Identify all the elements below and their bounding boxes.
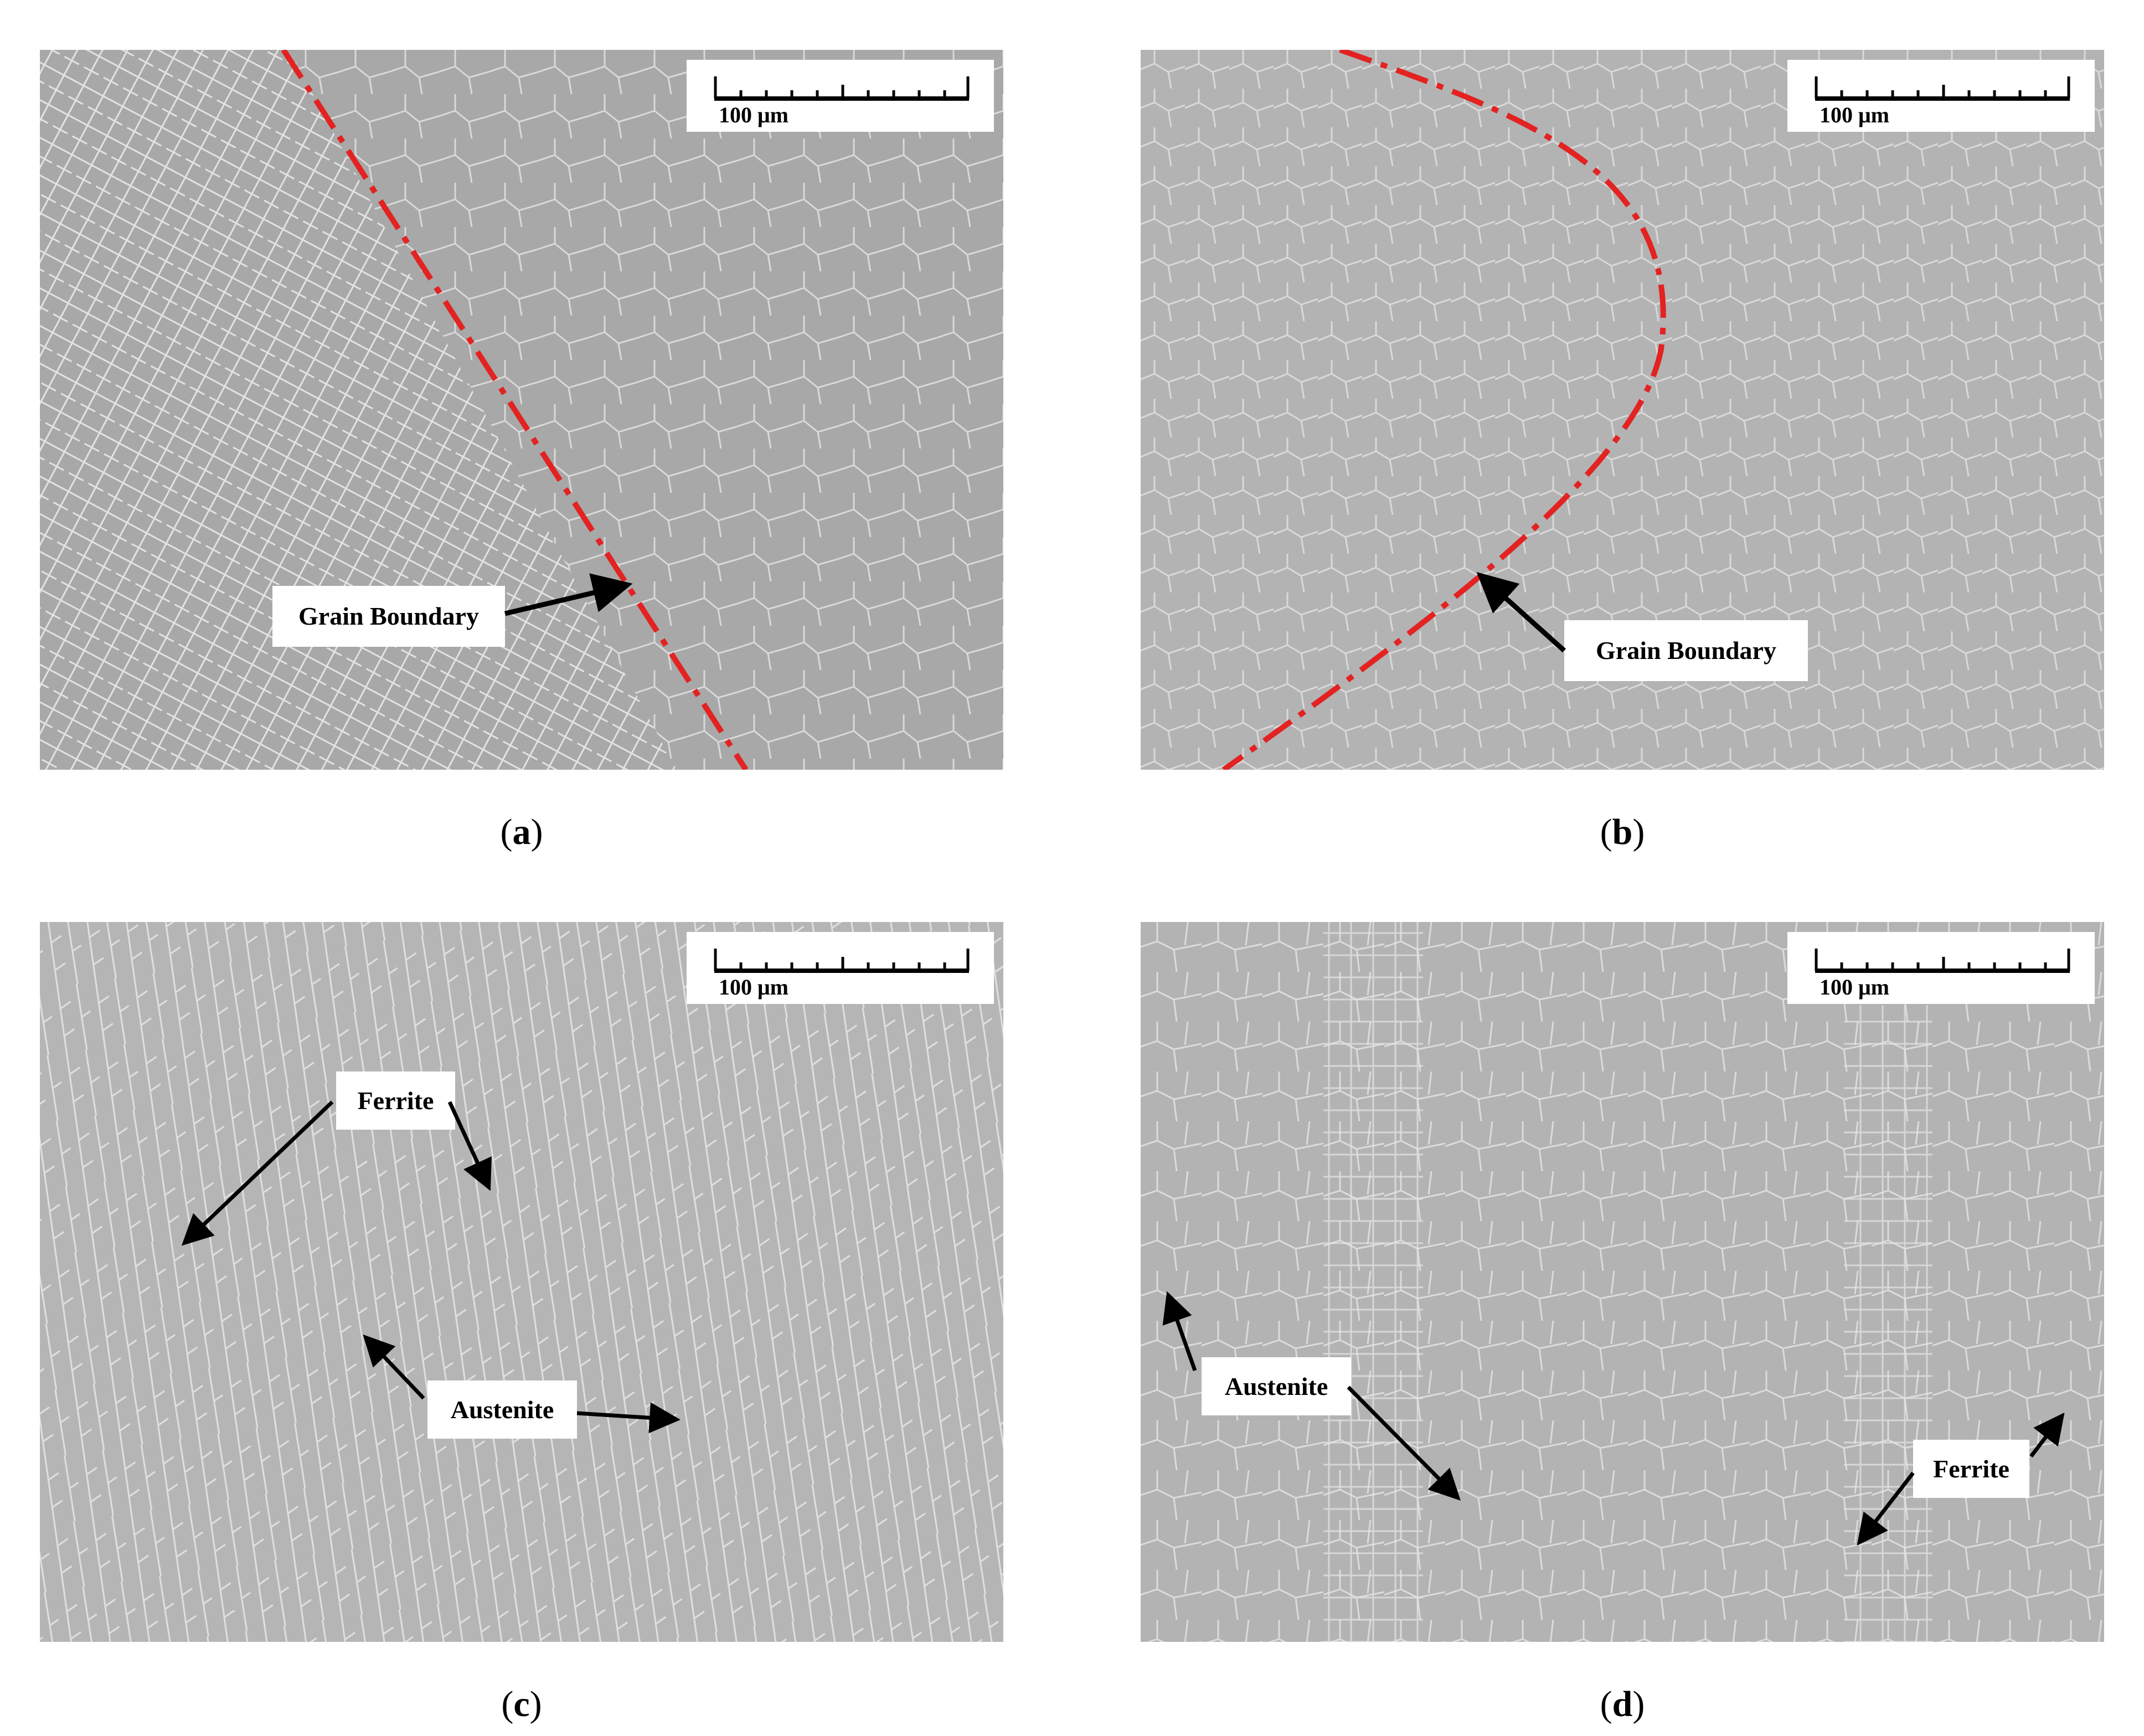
micrograph-texture-d (1141, 922, 2104, 1642)
scale-bar-label-d: 100 μm (1820, 975, 1889, 1000)
caption-b: (b) (1600, 812, 1645, 852)
caption-letter-d: d (1612, 1684, 1633, 1724)
label-grain-boundary-a: Grain Boundary (272, 586, 505, 647)
caption-letter-b: b (1612, 812, 1633, 852)
label-ferrite-d: Ferrite (1913, 1440, 2029, 1498)
micrograph-panel-d: 100 μm Austenite Ferrite (1141, 922, 2104, 1642)
label-ferrite-c: Ferrite (336, 1072, 455, 1130)
scale-bar-label-c: 100 μm (719, 975, 788, 1000)
scale-bar-d (1815, 949, 2070, 973)
label-austenite-d: Austenite (1202, 1357, 1351, 1415)
scale-bar-a (714, 76, 970, 101)
scale-bar-c (714, 949, 970, 973)
caption-letter-c: c (513, 1684, 530, 1724)
scale-bar-label-b: 100 μm (1820, 102, 1889, 127)
caption-d: (d) (1600, 1684, 1645, 1724)
label-austenite-c: Austenite (427, 1380, 577, 1439)
caption-c: (c) (501, 1684, 542, 1724)
grain-boundary-line-a (281, 50, 749, 770)
caption-letter-a: a (512, 812, 531, 852)
micrograph-panel-a: 100 μm Grain Boundary (40, 50, 1003, 770)
micrograph-panel-b: 100 μm Grain Boundary (1141, 50, 2104, 770)
grain-boundary-line-b (1222, 50, 1666, 770)
scale-bar-label-a: 100 μm (719, 102, 788, 127)
scale-bar-b (1815, 76, 2070, 101)
micrograph-texture-c (40, 922, 1003, 1642)
scale-bar-box-c: 100 μm (687, 932, 994, 1004)
caption-a: (a) (500, 812, 543, 852)
label-grain-boundary-b: Grain Boundary (1564, 620, 1808, 681)
scale-bar-box-d: 100 μm (1787, 932, 2095, 1004)
micrograph-panel-c: 100 μm Ferrite Austenite (40, 922, 1003, 1642)
scale-bar-box-b: 100 μm (1787, 60, 2095, 132)
micrograph-texture-a (40, 50, 1003, 770)
scale-bar-box-a: 100 μm (687, 60, 994, 132)
